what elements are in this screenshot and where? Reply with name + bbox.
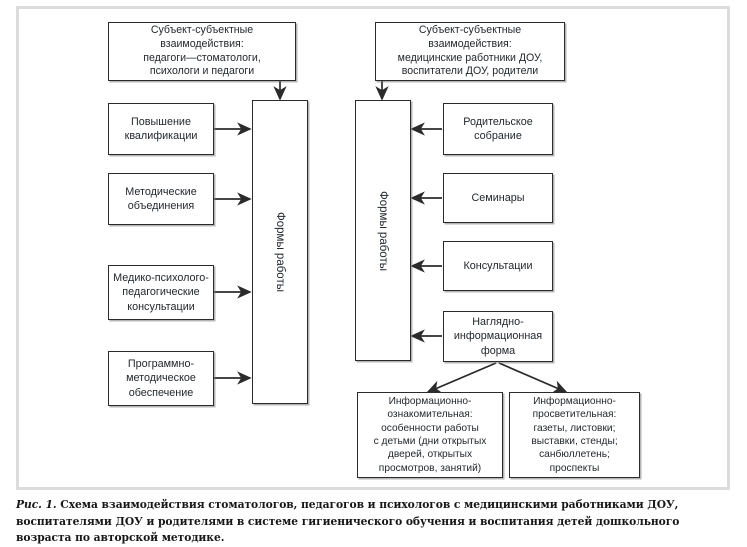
left-item-box-1: Повышение квалификации [108, 103, 214, 155]
left-item-label-2: Методические объединения [125, 185, 197, 212]
right-forms-bar-label: Формы работы [377, 190, 389, 271]
figure-caption-text: Схема взаимодействия стоматологов, педаг… [16, 498, 680, 545]
left-forms-bar: Формы работы [252, 100, 308, 404]
left-item-label-3: Медико-психолого- педагогические консуль… [113, 272, 209, 313]
left-forms-bar-label: Формы работы [274, 212, 286, 292]
left-item-box-3: Медико-психолого- педагогические консуль… [108, 265, 214, 320]
bottom-right-box-label: Информационно- просветительная: газеты, … [531, 395, 618, 474]
right-item-label-1: Родительское собрание [463, 115, 533, 142]
right-item-label-2: Семинары [471, 191, 525, 204]
right-item-box-4: Наглядно- информационная форма [443, 311, 553, 362]
top-right-box-label: Субъект-субъектные взаимодействия: медиц… [397, 23, 543, 78]
top-left-box: Субъект-субъектные взаимодействия: педаг… [108, 22, 296, 81]
right-item-label-4: Наглядно- информационная форма [453, 316, 543, 357]
bottom-left-box: Информационно- ознакомительная: особенно… [357, 392, 503, 478]
bottom-left-box-label: Информационно- ознакомительная: особенно… [373, 395, 487, 474]
left-item-box-4: Программно- методическое обеспечение [108, 351, 214, 406]
right-item-box-3: Консультации [443, 241, 553, 291]
figure-number: Рис. 1. [16, 498, 57, 511]
right-forms-bar: Формы работы [355, 100, 411, 361]
right-item-box-1: Родительское собрание [443, 103, 553, 155]
right-item-label-3: Консультации [463, 259, 533, 272]
top-right-box: Субъект-субъектные взаимодействия: медиц… [375, 22, 565, 81]
left-item-label-4: Программно- методическое обеспечение [126, 358, 196, 399]
left-item-box-2: Методические объединения [108, 173, 214, 225]
right-item-box-2: Семинары [443, 173, 553, 223]
left-item-label-1: Повышение квалификации [124, 115, 198, 142]
top-left-box-label: Субъект-субъектные взаимодействия: педаг… [143, 23, 261, 78]
bottom-right-box: Информационно- просветительная: газеты, … [509, 392, 640, 478]
figure-caption: Рис. 1. Схема взаимодействия стоматолого… [16, 497, 732, 547]
